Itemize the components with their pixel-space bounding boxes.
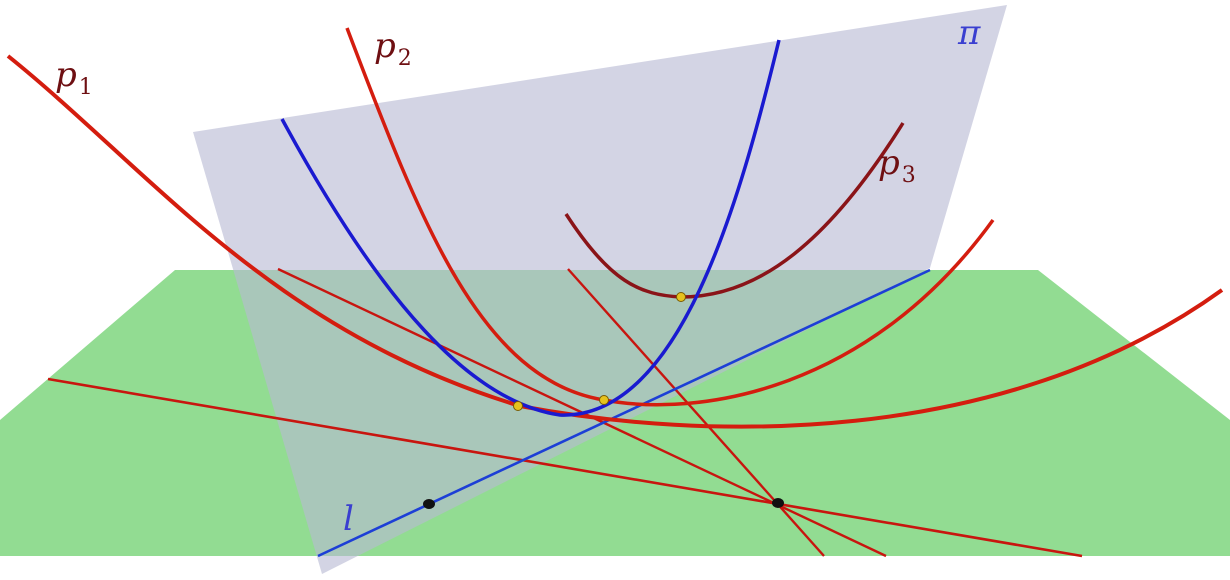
line-l: [317, 268, 931, 558]
label-l: l: [343, 499, 354, 539]
plane-pi: [193, 5, 1007, 574]
label-p1: p1: [55, 55, 93, 100]
intersection-point: [772, 498, 784, 508]
ground-line-1: [47, 377, 1083, 558]
point-on-l: [423, 499, 435, 509]
vertex-point-1: [513, 401, 523, 411]
parabola-blue: [280, 39, 781, 417]
vertex-point-3: [676, 292, 686, 302]
label-pi: π: [957, 13, 981, 53]
parabola-p3: [564, 122, 905, 299]
vertex-point-2: [599, 395, 609, 405]
label-p2: p2: [374, 26, 412, 71]
ground-line-3: [567, 268, 825, 557]
label-p3: p3: [878, 143, 916, 188]
